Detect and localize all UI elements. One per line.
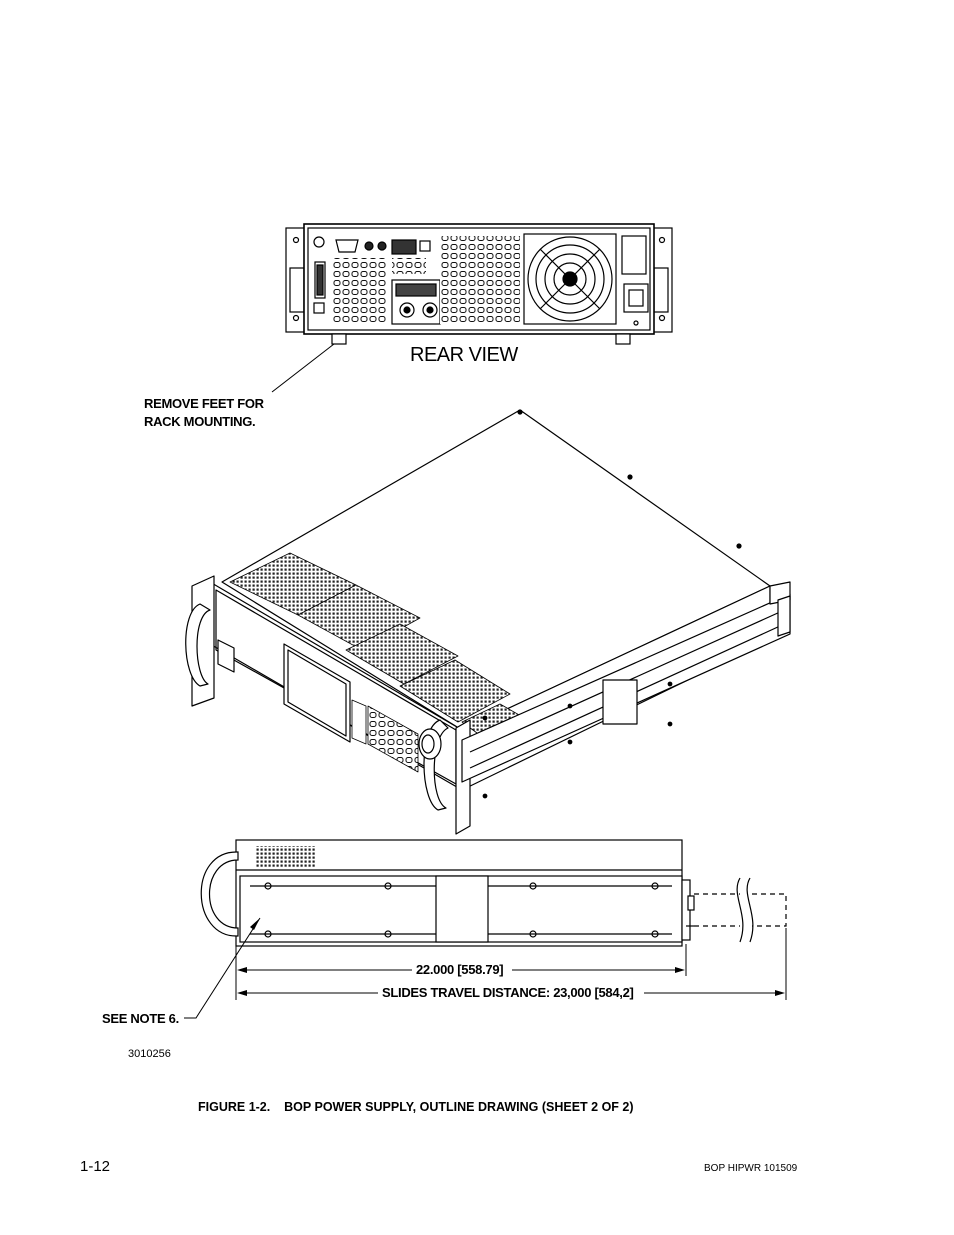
dimension-lines [184, 917, 787, 1019]
remove-feet-note-line1: REMOVE FEET FOR [144, 396, 264, 411]
figure-title: BOP POWER SUPPLY, OUTLINE DRAWING (SHEET… [284, 1100, 634, 1114]
page-number: 1-12 [80, 1158, 111, 1175]
document-id: BOP HIPWR 101509 [704, 1163, 798, 1174]
see-note-label: SEE NOTE 6. [102, 1011, 179, 1026]
dimension-slides-label: SLIDES TRAVEL DISTANCE: 23,000 [584,2] [382, 985, 634, 1000]
remove-feet-leader [271, 343, 335, 393]
figure-number: FIGURE 1-2. [198, 1100, 271, 1114]
rear-view-label: REAR VIEW [410, 344, 518, 366]
side-view [200, 839, 787, 947]
rear-view [285, 223, 673, 345]
remove-feet-note-line2: RACK MOUNTING. [144, 414, 256, 429]
figure-caption: FIGURE 1-2. BOP POWER SUPPLY, OUTLINE DR… [198, 1100, 634, 1114]
drawing-number: 3010256 [128, 1048, 171, 1060]
dimension-length-label: 22.000 [558.79] [416, 962, 504, 977]
isometric-view [185, 409, 791, 835]
